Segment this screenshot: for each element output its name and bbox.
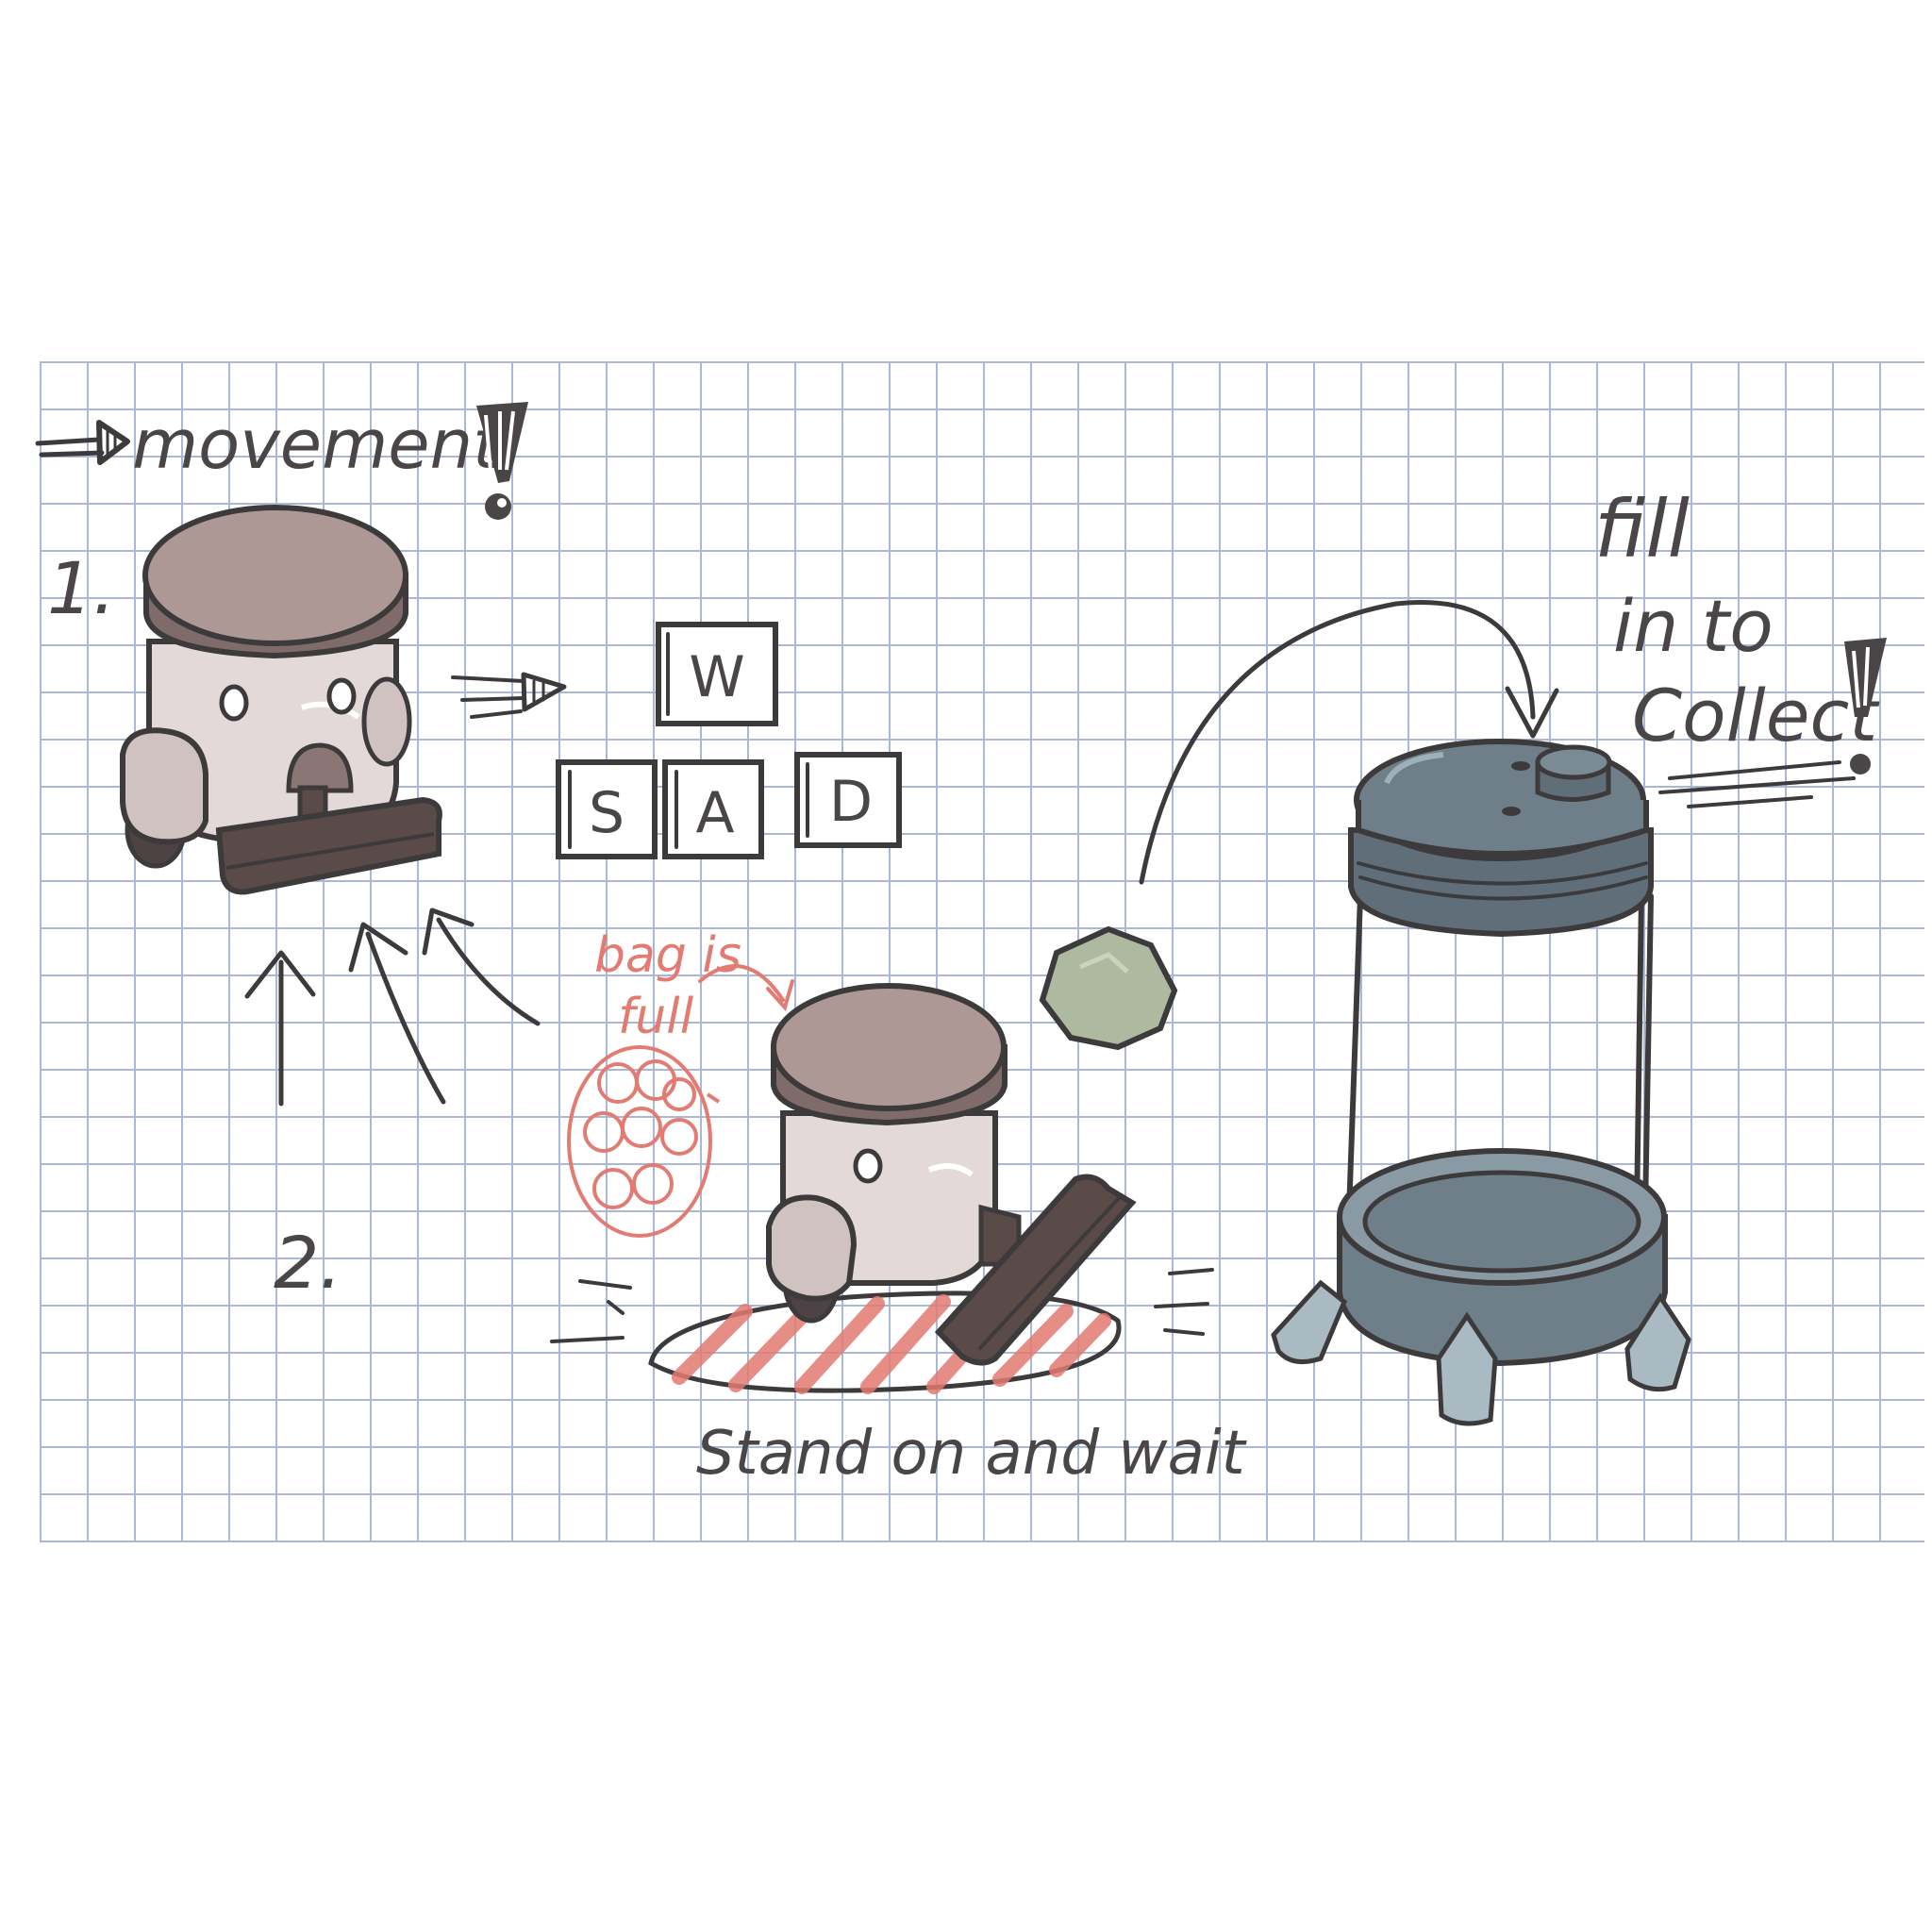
arrow-down-icon	[698, 964, 794, 1012]
arrow-right-icon	[35, 420, 130, 465]
bag-full-text-line1: bag is	[594, 927, 741, 984]
arrow-right-icon	[451, 672, 567, 719]
key-s-label: S	[589, 780, 625, 846]
fill-text-line3: Collect	[1632, 674, 1880, 758]
stand-and-wait-caption: Stand on and wait	[696, 1419, 1248, 1489]
collection-canister	[1271, 739, 1691, 1426]
exclamation-icon	[476, 402, 528, 520]
underline-marks	[1658, 760, 1856, 808]
arrow-up-icon	[244, 908, 541, 1107]
movement-title: movement	[132, 405, 502, 484]
vacuum-robot-waiting	[766, 983, 1137, 1366]
step-1-label: 1.	[47, 546, 116, 630]
fill-text-line1: fill	[1594, 483, 1690, 575]
bag-full-text-line2: full	[618, 989, 694, 1045]
fill-text-line2: in to	[1613, 584, 1774, 668]
step-2-label: 2.	[274, 1221, 342, 1305]
waiting-pad	[648, 1291, 1122, 1394]
key-s: S	[556, 759, 658, 859]
trajectory-arrow	[1139, 600, 1536, 885]
rock-item	[1039, 925, 1178, 1051]
bag-icon	[567, 1045, 721, 1238]
arrow-down-icon	[1505, 686, 1559, 739]
vacuum-robot-idle	[120, 505, 442, 895]
key-a: A	[662, 759, 764, 859]
key-a-label: A	[695, 780, 734, 846]
key-d-label: D	[829, 769, 873, 835]
key-d: D	[794, 752, 902, 848]
exclamation-icon	[1844, 638, 1887, 774]
motion-lines	[550, 1268, 1214, 1343]
key-w: W	[656, 622, 778, 726]
key-w-label: W	[689, 644, 744, 710]
